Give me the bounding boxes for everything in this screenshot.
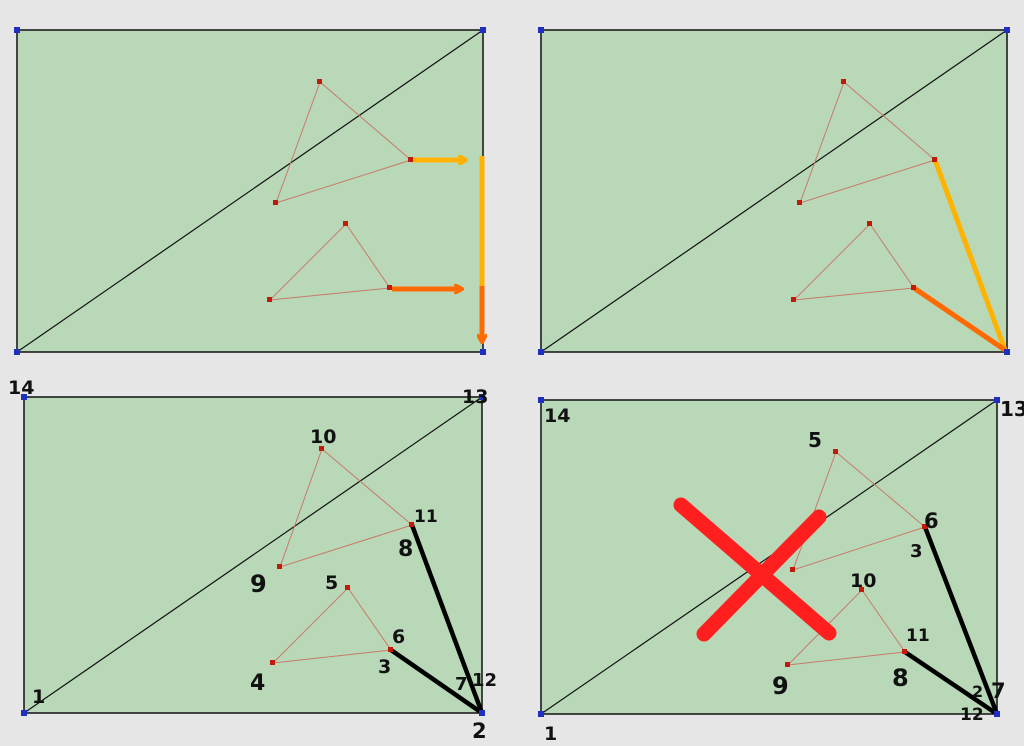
panel-3-inner-vertices [270,446,414,665]
panel-4-label: 11 [906,626,930,646]
panel-2 [538,27,1010,355]
panel-3-label: 11 [414,507,438,527]
panel-3-label: 1 [32,686,45,708]
panel-4-label: 3 [910,541,923,562]
panel-3-label: 7 [455,674,468,695]
panel-4-diagonal [540,399,998,715]
panel-3-drawn-edge-lower [389,648,484,715]
panel-3-triangle-lower [271,587,392,664]
panel-3-label: 6 [392,626,405,648]
panel-3-label: 9 [250,570,267,598]
panel-3-label: 3 [378,656,391,678]
panel-4-label: 5 [808,428,822,452]
panel-3-label: 13 [462,386,488,408]
panel-1-triangle-lower [268,223,391,301]
panel-2-diagonal [540,29,1008,353]
panel-2-edge-orange [912,285,1007,353]
panel-1-corner-vertices [14,27,486,355]
panel-2-corner-vertices [538,27,1010,355]
panel-2-edge-yellow [932,159,1008,351]
panel-3-label: 8 [398,537,413,562]
panel-3-diagonal [23,396,483,714]
panel-4-label: 1 [544,723,557,745]
panel-4-label: 13 [1000,397,1024,421]
panel-3-corner-vertices [21,394,485,716]
panel-1-inner-vertices [267,79,413,302]
panel-3-drawn-edge-upper [409,524,485,714]
panel-4-drawn-edge-upper [922,526,1000,715]
panel-4-cross [673,497,837,642]
panel-4-corner-vertices [538,397,1000,717]
panel-1-triangle-upper [275,81,413,204]
panel-4-label: 9 [772,672,789,700]
panel-4-label: 12 [960,705,984,725]
panel-4-vertex-labels: 14 13 5 6 3 10 11 8 9 2 7 12 1 [544,397,1024,745]
panel-4-label: 14 [544,405,570,427]
panel-4-label: 6 [924,509,939,533]
panel-4-label: 8 [892,664,909,692]
panel-3-label: 5 [325,572,338,594]
panel-1 [14,27,486,355]
panel-3-label: 10 [310,426,336,448]
panel-4: 14 13 5 6 3 10 11 8 9 2 7 12 1 [538,397,1024,745]
panel-2-triangle-upper [799,81,937,204]
panel-3-label: 2 [472,719,487,743]
panel-4-cross-stroke [673,497,837,641]
panel-1-diagonal [16,29,484,353]
panel-4-drawn-edge-lower [903,650,999,716]
panel-4-inner-vertices [785,449,927,667]
panel-4-label: 7 [991,679,1006,703]
panel-2-triangle-lower [792,223,915,301]
panel-2-inner-vertices [791,79,937,302]
panel-4-label: 2 [972,682,983,701]
panel-4-label: 10 [850,570,876,592]
panel-3: 14 13 10 11 8 9 5 6 4 3 7 12 1 2 [8,377,497,743]
panel-3-label: 12 [472,670,497,691]
panel-3-vertex-labels: 14 13 10 11 8 9 5 6 4 3 7 12 1 2 [8,377,497,743]
panel-3-label: 14 [8,377,34,399]
panel-3-triangle-upper [279,448,414,568]
panel-4-cross-stroke [696,509,827,642]
panel-3-label: 4 [250,671,265,696]
